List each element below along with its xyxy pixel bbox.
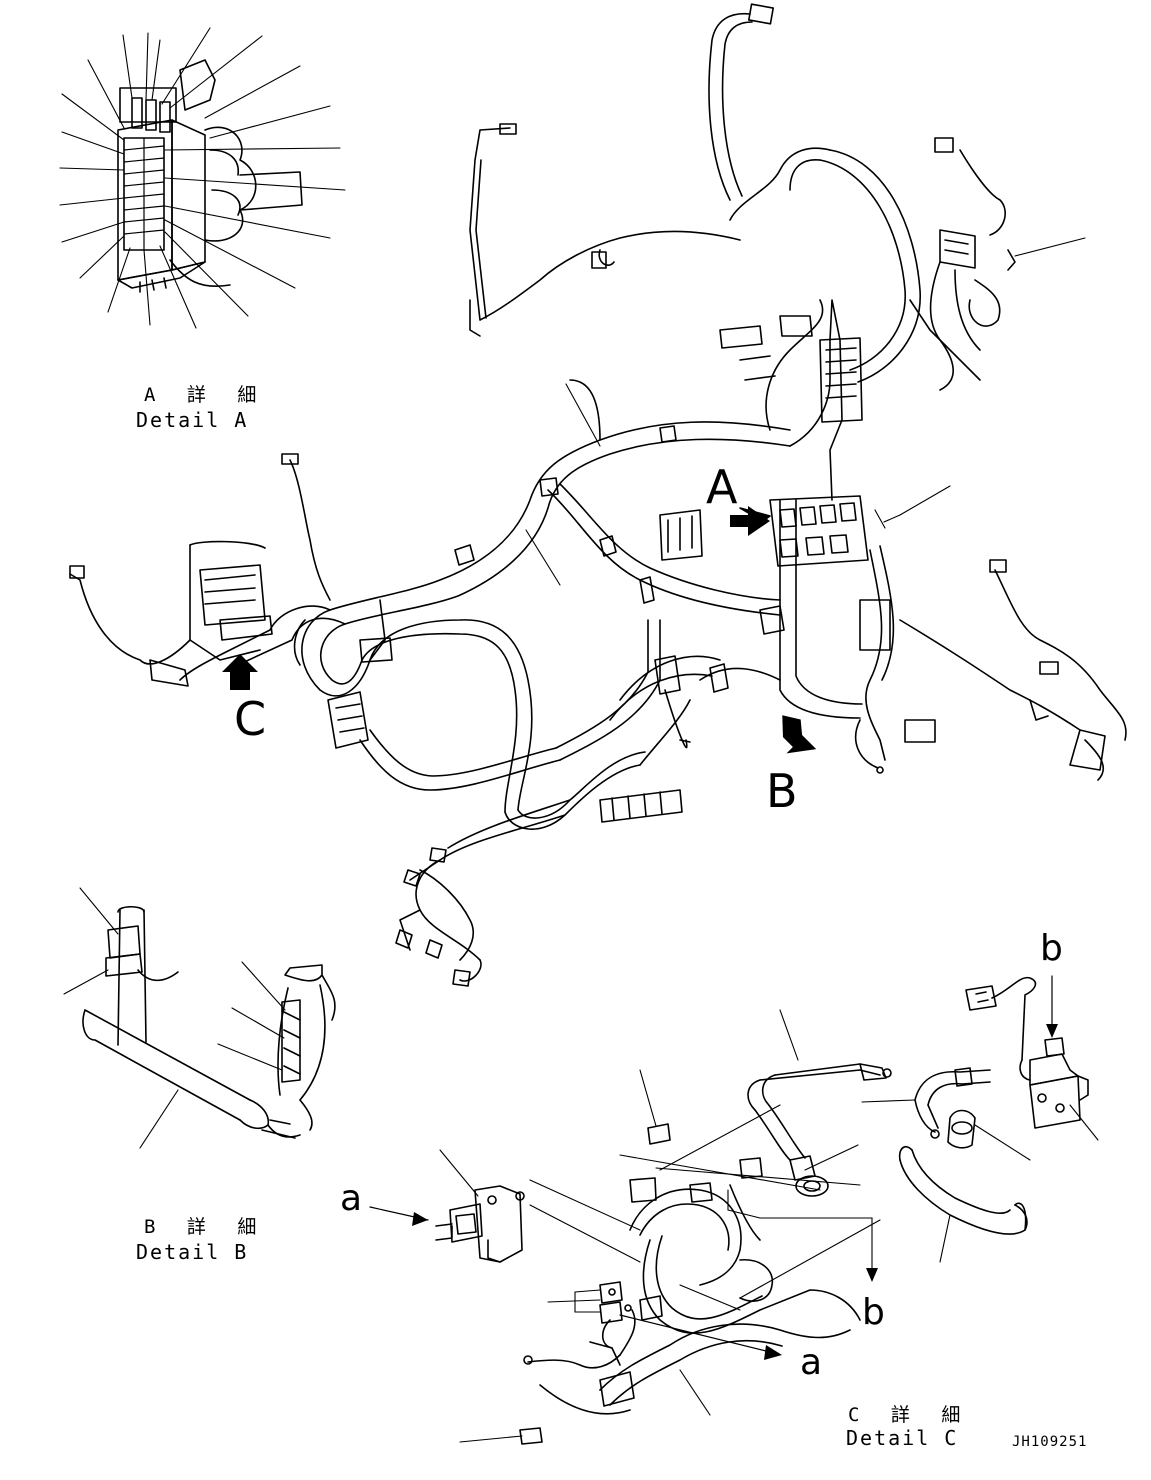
callout-b-top: b — [1040, 928, 1063, 969]
callout-c-main: C — [234, 692, 267, 746]
caption-detail-b-en: Detail B — [136, 1240, 249, 1264]
detail-a-fuse-box — [60, 28, 345, 328]
caption-detail-a-en: Detail A — [136, 408, 249, 432]
callout-a-main: A — [706, 460, 738, 514]
caption-detail-c-en: Detail C — [846, 1426, 959, 1450]
callout-a-relay: a — [340, 1178, 363, 1219]
callout-b-main: B — [766, 764, 798, 818]
callout-a-harness: a — [800, 1342, 823, 1383]
main-leader-lines — [526, 384, 950, 585]
detail-c-battery-relay — [370, 976, 1098, 1444]
pointer-arrows — [222, 506, 817, 754]
drawing-number: JH109251 — [1012, 1434, 1088, 1450]
main-harness — [70, 4, 1126, 986]
caption-detail-b-jp: B 詳 細 — [144, 1216, 267, 1238]
callout-b-bottom: b — [862, 1292, 885, 1333]
caption-detail-a-jp: A 詳 細 — [144, 384, 267, 406]
detail-b-clamp — [64, 888, 335, 1148]
caption-detail-c-jp: C 詳 細 — [848, 1404, 971, 1426]
